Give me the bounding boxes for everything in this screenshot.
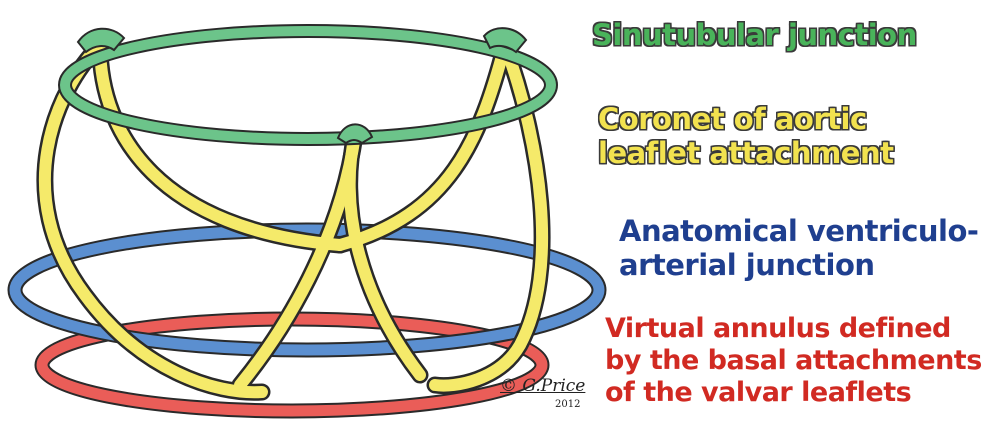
commissure-front xyxy=(338,124,372,143)
label-ventriculo-arterial-junction: Anatomical ventriculo- arterial junction xyxy=(619,214,978,282)
label-coronet-line1: Coronet of aortic xyxy=(598,102,893,136)
label-virtual-line3: of the valvar leaflets xyxy=(605,377,982,409)
signature-year: 2012 xyxy=(555,399,580,410)
label-vaj-line2: arterial junction xyxy=(619,248,978,282)
label-virtual-line1: Virtual annulus defined xyxy=(605,313,982,345)
label-coronet-line2: leaflet attachment xyxy=(598,136,893,170)
sinutubular-ring-fill xyxy=(65,31,551,139)
label-virtual-line2: by the basal attachments xyxy=(605,345,982,377)
label-virtual-annulus: Virtual annulus defined by the basal att… xyxy=(605,313,982,409)
artist-signature: © G.Price xyxy=(500,376,585,396)
label-vaj-line1: Anatomical ventriculo- xyxy=(619,214,978,248)
label-sinutubular-junction: Sinutubular junction xyxy=(592,18,917,52)
label-coronet: Coronet of aortic leaflet attachment xyxy=(598,102,893,170)
